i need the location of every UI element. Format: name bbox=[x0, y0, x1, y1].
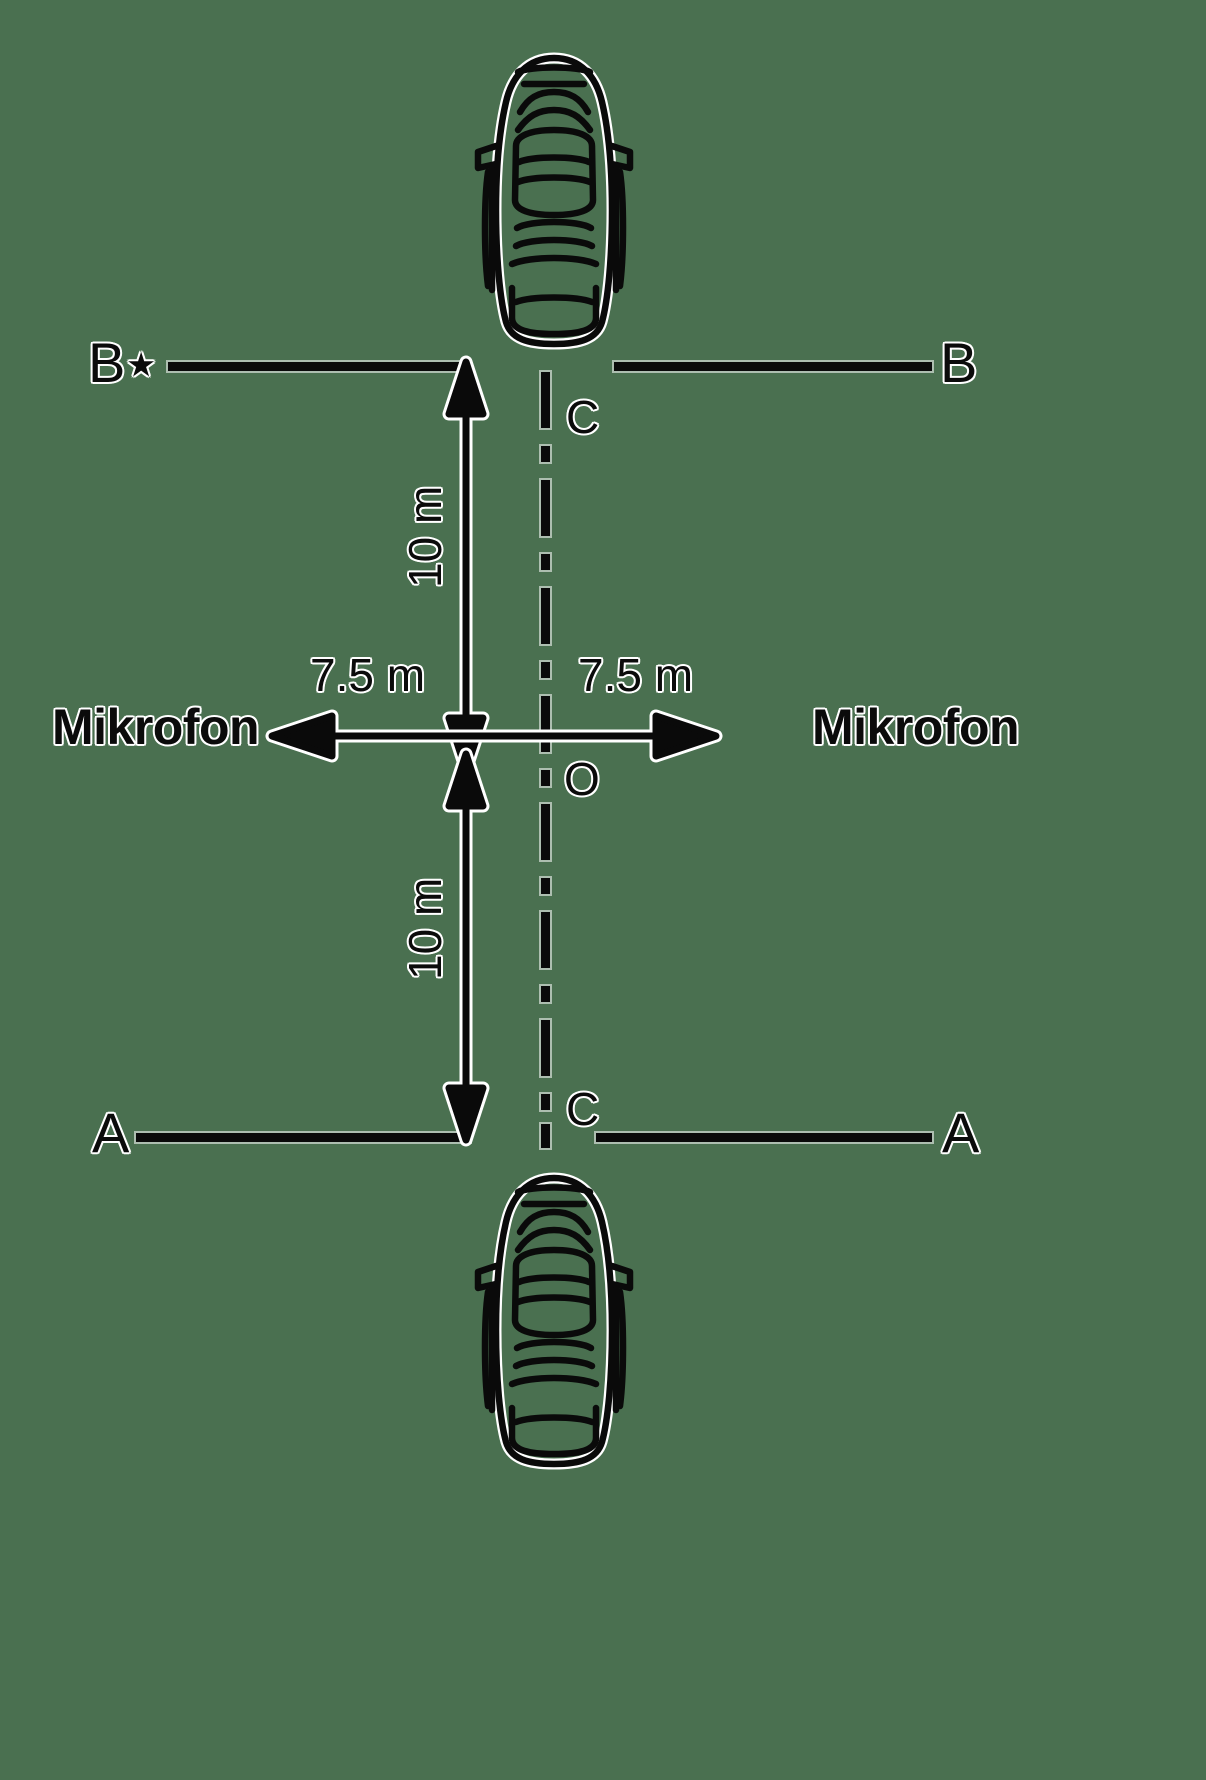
label-distance-bottom: 10 m bbox=[399, 877, 451, 980]
line-a-right-segment bbox=[596, 1133, 932, 1142]
label-origin-o: O bbox=[564, 753, 600, 805]
centerline-dash bbox=[541, 480, 550, 536]
label-a-right: A bbox=[942, 1101, 980, 1164]
label-half-right: 7.5 m bbox=[578, 649, 694, 701]
centerline-dot bbox=[541, 554, 550, 570]
centerline-dash bbox=[541, 696, 550, 752]
centerline-dash bbox=[541, 804, 550, 860]
line-a-left-segment bbox=[136, 1133, 470, 1142]
line-b-left-segment bbox=[168, 362, 470, 371]
centerline-dash bbox=[541, 588, 550, 644]
centerline-dot bbox=[541, 878, 550, 894]
car-bottom bbox=[462, 1170, 647, 1470]
centerline-dot bbox=[541, 770, 550, 786]
label-c-bottom: C bbox=[566, 1083, 600, 1135]
centerline-dot bbox=[541, 662, 550, 678]
dimension-arrow-microphones bbox=[265, 709, 723, 763]
centerline-dot bbox=[541, 986, 550, 1002]
car-top bbox=[462, 50, 647, 350]
line-b-right-segment bbox=[614, 362, 932, 371]
label-b-right: B bbox=[940, 331, 978, 394]
label-c-top: C bbox=[566, 391, 600, 443]
centerline-dash bbox=[541, 912, 550, 968]
dimension-arrow-upper bbox=[442, 355, 490, 777]
centerline-dash bbox=[541, 1124, 550, 1148]
label-distance-top: 10 m bbox=[399, 485, 451, 588]
centerline-dot bbox=[541, 446, 550, 462]
label-a-left: A bbox=[92, 1101, 130, 1164]
label-b-star: B٭ bbox=[88, 331, 157, 394]
label-microphone-left: Mikrofon bbox=[52, 699, 260, 755]
centerline-dash bbox=[541, 1020, 550, 1076]
label-half-left: 7.5 m bbox=[310, 649, 426, 701]
label-microphone-right: Mikrofon bbox=[812, 699, 1020, 755]
centerline-dash bbox=[541, 372, 550, 428]
dimension-arrow-lower bbox=[442, 747, 490, 1147]
centerline-dot bbox=[541, 1094, 550, 1110]
